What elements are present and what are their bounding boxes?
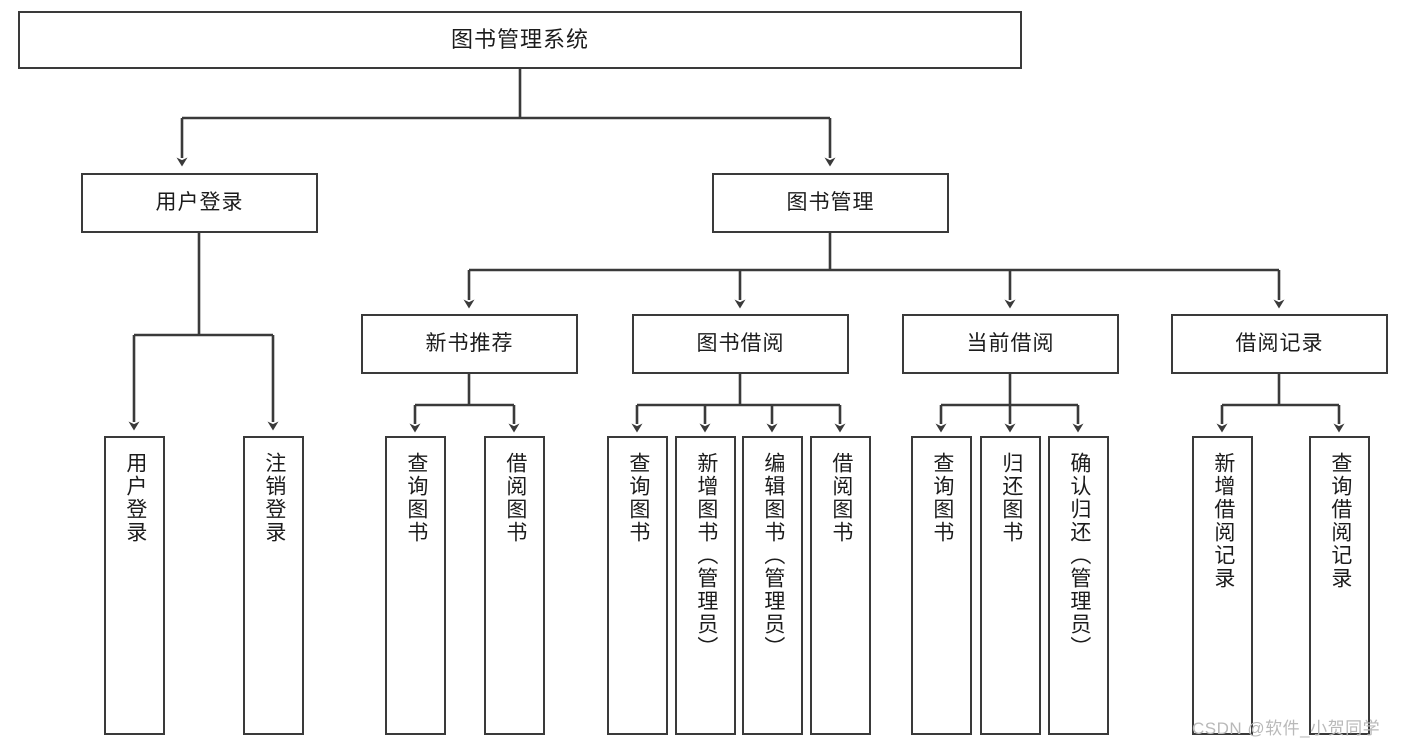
node-label: 新增图书（管理员） [694,452,718,659]
node-label: 用户登录 [155,191,244,215]
leaf-add-book-admin[interactable]: 新增图书（管理员） [675,436,736,735]
node-label: 图书管理系统 [450,26,589,52]
node-current-borrow[interactable]: 当前借阅 [902,314,1119,374]
node-label: 借阅记录 [1235,332,1324,356]
node-label: 新书推荐 [425,332,514,356]
node-label: 查询图书 [930,452,954,544]
leaf-borrow-book-recommend[interactable]: 借阅图书 [484,436,545,735]
node-label: 编辑图书（管理员） [761,452,785,659]
leaf-query-book-recommend[interactable]: 查询图书 [385,436,446,735]
leaf-borrow-book[interactable]: 借阅图书 [810,436,871,735]
node-root-book-management-system[interactable]: 图书管理系统 [18,11,1022,69]
node-label: 查询图书 [626,452,650,544]
node-book-management[interactable]: 图书管理 [712,173,949,233]
node-book-borrow[interactable]: 图书借阅 [632,314,849,374]
node-label: 图书管理 [786,191,875,215]
node-label: 注销登录 [262,452,286,544]
leaf-query-borrow-record[interactable]: 查询借阅记录 [1309,436,1370,735]
node-label: 借阅图书 [829,452,853,544]
node-label: 当前借阅 [966,332,1055,356]
node-label: 查询借阅记录 [1328,452,1352,590]
node-user-login[interactable]: 用户登录 [81,173,318,233]
node-borrow-record[interactable]: 借阅记录 [1171,314,1388,374]
node-label: 确认归还（管理员） [1067,452,1091,659]
node-label: 查询图书 [404,452,428,544]
node-new-book-recommend[interactable]: 新书推荐 [361,314,578,374]
leaf-add-borrow-record[interactable]: 新增借阅记录 [1192,436,1253,735]
leaf-return-book[interactable]: 归还图书 [980,436,1041,735]
leaf-confirm-return-admin[interactable]: 确认归还（管理员） [1048,436,1109,735]
node-label: 图书借阅 [696,332,785,356]
node-label: 借阅图书 [503,452,527,544]
leaf-query-book-current[interactable]: 查询图书 [911,436,972,735]
node-label: 新增借阅记录 [1211,452,1235,590]
leaf-edit-book-admin[interactable]: 编辑图书（管理员） [742,436,803,735]
leaf-query-book-borrow[interactable]: 查询图书 [607,436,668,735]
node-label: 用户登录 [123,452,147,544]
csdn-watermark: CSDN @软件_小贺同学 [1192,719,1381,738]
leaf-logout[interactable]: 注销登录 [243,436,304,735]
leaf-user-login[interactable]: 用户登录 [104,436,165,735]
node-label: 归还图书 [999,452,1023,544]
